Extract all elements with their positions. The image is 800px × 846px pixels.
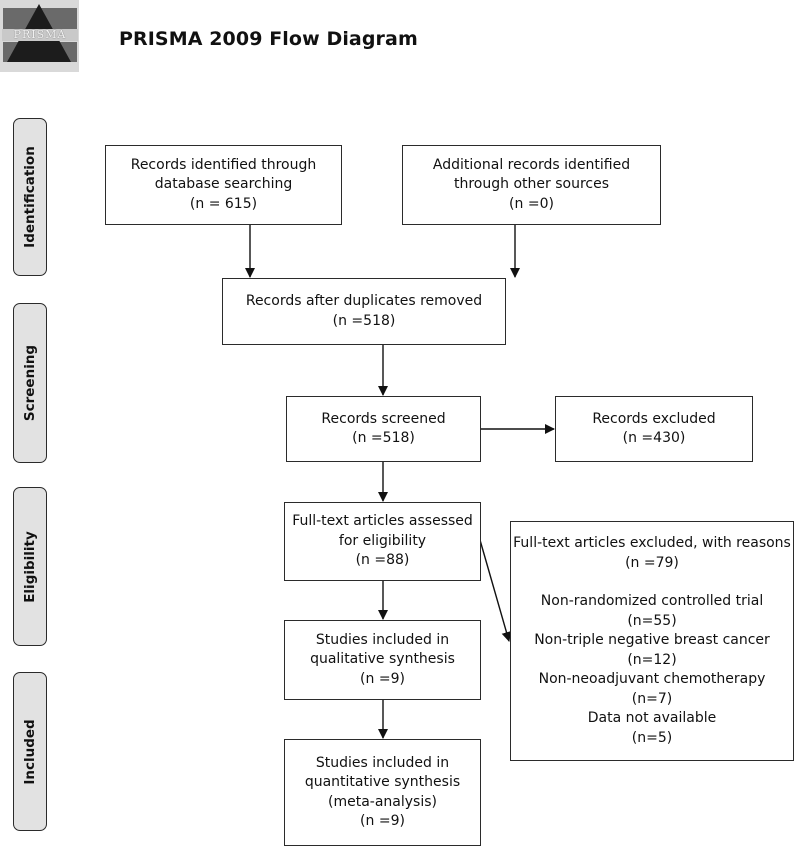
page-title: PRISMA 2009 Flow Diagram [119,28,418,50]
box-database-search: Records identified through database sear… [105,145,342,225]
box-text: Records excluded [592,410,716,427]
box-count: (n =9) [360,813,405,829]
reason-label: Non-neoadjuvant chemotherapy [538,671,766,687]
phase-label: Eligibility [22,530,38,603]
box-text: quantitative synthesis [304,774,461,790]
phase-label: Identification [22,146,38,248]
box-text: database searching [154,176,293,193]
box-text: Records screened [321,410,446,427]
box-text: Records identified through [130,156,317,173]
box-text: Records after duplicates removed [245,293,483,309]
box-records-screened: Records screened (n =518) [286,396,481,462]
box-text: Additional records identified [432,156,631,173]
box-count: (n =518) [332,312,396,329]
box-other-sources: Additional records identified through ot… [402,145,661,225]
box-count: (n =0) [509,195,554,212]
reason-label: Non-triple negative breast cancer [534,632,770,648]
reason-label: Non-randomized controlled trial [540,593,764,609]
box-fulltext-assessed: Full-text articles assessed for eligibil… [284,502,481,581]
logo-text: PRISMA [2,29,78,41]
phase-identification: Identification [13,118,47,276]
box-text: Studies included in [315,631,450,648]
phase-eligibility: Eligibility [13,487,47,646]
box-count: (n =518) [352,430,415,446]
box-records-excluded: Records excluded (n =430) [555,396,753,462]
box-count: (n =430) [622,430,686,446]
box-text: Full-text articles assessed [292,513,473,530]
phase-label: Included [22,718,38,785]
box-count: (n = 615) [189,195,258,212]
reason-count: (n=55) [627,612,677,629]
box-quantitative-synthesis: Studies included in quantitative synthes… [284,739,481,846]
prisma-logo: PRISMA [0,0,79,72]
box-qualitative-synthesis: Studies included in qualitative synthesi… [284,620,481,700]
phase-screening: Screening [13,303,47,463]
box-text: qualitative synthesis [310,651,455,668]
box-text: for eligibility [338,532,427,549]
reason-label: Data not available [587,710,717,726]
box-duplicates-removed: Records after duplicates removed (n =518… [222,278,506,345]
phase-included: Included [13,672,47,831]
box-text: (meta-analysis) [328,793,437,810]
box-count: (n =79) [625,554,679,571]
arrow-fulltext-to-excluded-reasons [479,539,512,642]
reason-count: (n=7) [631,690,673,707]
box-count: (n =88) [355,552,410,569]
box-text: Studies included in [315,754,450,771]
box-text: through other sources [454,176,609,193]
reason-count: (n=5) [631,729,673,746]
box-fulltext-excluded: Full-text articles excluded, with reason… [510,521,794,761]
reason-count: (n=12) [627,651,677,668]
box-count: (n =9) [360,670,405,687]
box-heading: Full-text articles excluded, with reason… [513,535,791,551]
phase-label: Screening [22,344,38,422]
